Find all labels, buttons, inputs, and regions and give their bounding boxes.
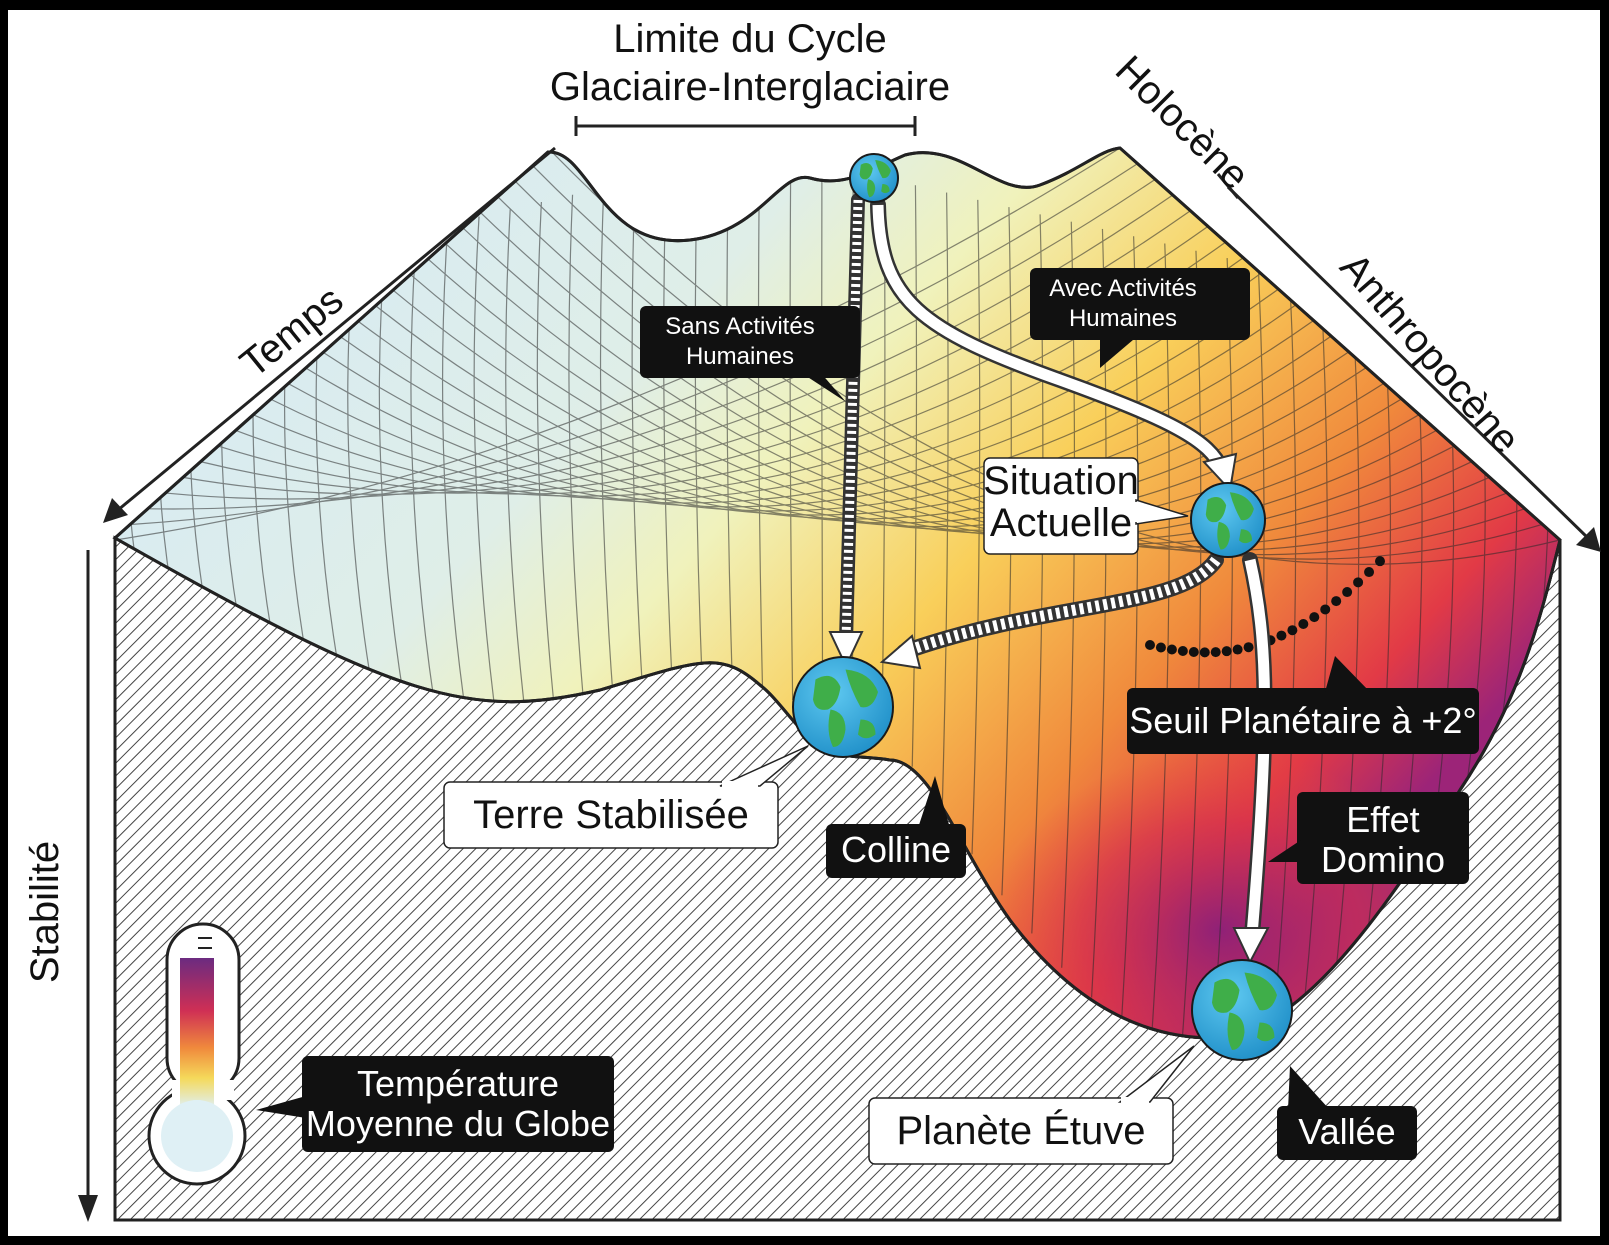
callout-hill: Colline: [826, 776, 966, 878]
globe-stabilized-icon: [792, 656, 894, 758]
globe-hothouse-icon: [1191, 959, 1293, 1061]
threshold-dot: [1210, 647, 1221, 658]
threshold-dot: [1375, 556, 1385, 567]
callout-hill-text: Colline: [841, 829, 951, 870]
time-arrow-icon: [117, 146, 556, 512]
globes: [792, 153, 1293, 1061]
holocene-tick: [1216, 173, 1240, 199]
threshold-dot: [1276, 630, 1287, 641]
title-line2: Glaciaire-Interglaciaire: [550, 65, 950, 109]
callout-hothouse: Planète Étuve: [868, 1045, 1195, 1165]
anthropocene-arrowhead-icon: [1576, 527, 1601, 552]
callout-with-human: Avec Activités Humaines: [1030, 268, 1250, 368]
callout-current-line1: Situation: [983, 459, 1139, 503]
callout-current: Situation Actuelle: [983, 457, 1189, 555]
callout-valley: Vallée: [1277, 1066, 1417, 1160]
callout-with-human-line2: Humaines: [1069, 305, 1177, 332]
threshold-dot: [1364, 567, 1375, 578]
callout-without-human: Sans Activités Humaines: [640, 306, 860, 402]
threshold-dot: [1243, 642, 1254, 653]
threshold-dot: [1177, 646, 1188, 657]
callout-temperature: Température Moyenne du Globe: [256, 1056, 614, 1152]
callout-domino-line2: Domino: [1321, 839, 1445, 880]
callout-current-line2: Actuelle: [990, 501, 1132, 545]
threshold-dot: [1298, 619, 1309, 630]
globe-current-icon: [1190, 482, 1266, 558]
callout-stabilized-text: Terre Stabilisée: [473, 793, 749, 837]
callout-without-human-line2: Humaines: [686, 343, 794, 370]
threshold-dot: [1221, 646, 1232, 657]
callout-with-human-line1: Avec Activités: [1049, 275, 1197, 302]
globe-top-icon: [849, 153, 899, 203]
threshold-dot: [1188, 646, 1199, 657]
callout-hothouse-text: Planète Étuve: [896, 1108, 1145, 1153]
title-line1: Limite du Cycle: [613, 17, 886, 61]
stability-axis: Stabilité: [23, 550, 98, 1222]
threshold-dot: [1199, 647, 1210, 658]
time-arrowhead-icon: [103, 498, 128, 523]
threshold-dot: [1309, 612, 1320, 623]
stability-label: Stabilité: [23, 841, 67, 983]
callout-domino-line1: Effet: [1346, 799, 1419, 840]
threshold-dot: [1287, 625, 1298, 636]
callout-domino: Effet Domino: [1268, 792, 1469, 884]
callout-threshold: Seuil Planétaire à +2°: [1127, 656, 1479, 754]
callout-stabilized: Terre Stabilisée: [443, 745, 809, 849]
threshold-dot: [1342, 587, 1353, 598]
cycle-limit-bracket: [574, 116, 917, 136]
threshold-dot: [1320, 604, 1331, 615]
threshold-dot: [1331, 596, 1342, 607]
threshold-dot: [1166, 644, 1177, 655]
callout-valley-text: Vallée: [1298, 1111, 1395, 1152]
threshold-dot: [1353, 577, 1364, 588]
callout-temperature-line1: Température: [357, 1063, 559, 1104]
callout-temperature-line2: Moyenne du Globe: [306, 1103, 610, 1144]
threshold-dot: [1145, 640, 1155, 650]
callout-without-human-line1: Sans Activités: [665, 313, 814, 340]
callout-threshold-text: Seuil Planétaire à +2°: [1129, 700, 1477, 741]
thermometer-icon: [147, 922, 247, 1186]
stability-arrowhead-icon: [78, 1195, 98, 1222]
threshold-dot: [1155, 642, 1166, 653]
threshold-dot: [1232, 644, 1243, 655]
